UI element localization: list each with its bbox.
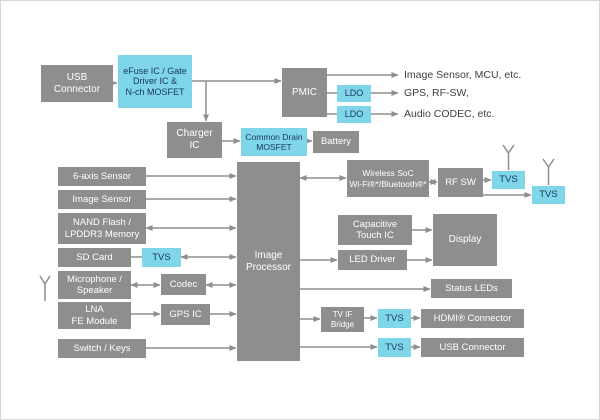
block-tvs-sd-card: TVS — [142, 248, 181, 267]
block-hdmi-connector: HDMI® Connector — [421, 309, 524, 328]
block-switch-keys: Switch / Keys — [58, 339, 146, 358]
block-status-leds: Status LEDs — [431, 279, 512, 298]
block-tv-if-bridge: TV IF Bridge — [321, 307, 364, 332]
block-efuse-gate-driver: eFuse IC / Gate Driver IC & N-ch MOSFET — [118, 55, 192, 108]
block-pmic: PMIC — [282, 68, 327, 117]
pmic-output-label-2: GPS, RF-SW, — [404, 87, 469, 99]
block-tvs-hdmi: TVS — [378, 309, 411, 328]
block-codec: Codec — [161, 274, 206, 295]
block-usb-connector-top: USB Connector — [41, 65, 113, 102]
block-led-driver: LED Driver — [338, 250, 407, 270]
block-battery: Battery — [313, 131, 359, 153]
block-microphone-speaker: Microphone / Speaker — [58, 271, 131, 299]
block-common-drain-mosfet: Common Drain MOSFET — [241, 128, 307, 156]
block-usb-connector-bottom: USB Connector — [421, 338, 524, 357]
block-gps-ic: GPS IC — [161, 304, 210, 325]
block-charger-ic: Charger IC — [167, 122, 222, 158]
pmic-output-label-3: Audio CODEC, etc. — [404, 108, 495, 120]
pmic-output-label-1: Image Sensor, MCU, etc. — [404, 69, 522, 81]
block-ldo-1: LDO — [337, 85, 371, 102]
block-image-processor: Image Processor — [237, 162, 300, 361]
block-image-sensor: Image Sensor — [58, 190, 146, 209]
block-rf-sw: RF SW — [438, 168, 483, 197]
block-lna-fe-module: LNA FE Module — [58, 302, 131, 329]
block-wireless-soc: Wireless SoC Wi-Fi®*/Bluetooth®* — [347, 160, 429, 197]
block-6-axis-sensor: 6-axis Sensor — [58, 167, 146, 186]
block-nand-flash-lpddr3: NAND Flash / LPDDR3 Memory — [58, 213, 146, 244]
block-tvs-rf-2: TVS — [532, 186, 565, 204]
block-display: Display — [433, 214, 497, 266]
block-sd-card: SD Card — [58, 248, 131, 267]
block-tvs-usb: TVS — [378, 338, 411, 357]
block-tvs-rf-1: TVS — [492, 171, 525, 189]
block-capacitive-touch-ic: Capacitive Touch IC — [338, 215, 412, 245]
block-ldo-2: LDO — [337, 106, 371, 123]
